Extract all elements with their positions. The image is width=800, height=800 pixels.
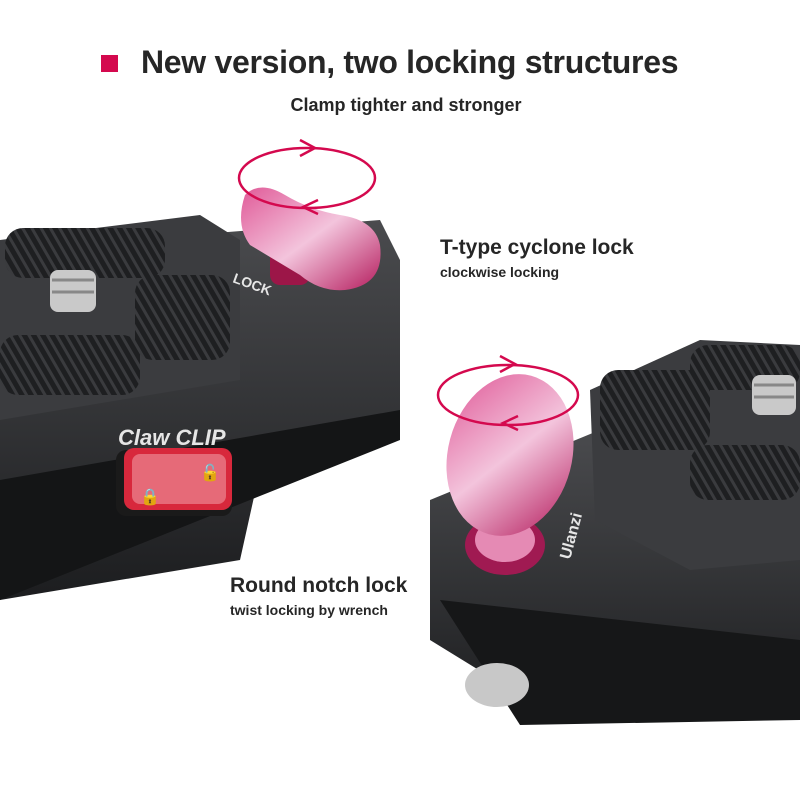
callout-heading: T-type cyclone lock: [440, 236, 634, 259]
quick-release-lock-button[interactable]: 🔒 🔓: [116, 448, 232, 516]
left-grip-pads: [0, 228, 230, 395]
clockwise-rotation-arrow-icon: [436, 354, 580, 432]
lock-open-icon: 🔓: [200, 463, 220, 482]
lock-closed-icon: 🔒: [140, 488, 160, 506]
t-type-cyclone-lock-knob[interactable]: [241, 187, 381, 291]
right-screw-icon: [752, 375, 796, 415]
callout-round-notch-lock: Round notch lock twist locking by wrench: [230, 574, 407, 618]
title-bullet: [101, 55, 118, 72]
clockwise-rotation-arrow-icon: [237, 138, 377, 216]
callout-t-type-lock: T-type cyclone lock clockwise locking: [440, 236, 634, 280]
claw-clip-logo: Claw CLIP: [118, 425, 226, 450]
page-title: New version, two locking structures: [141, 44, 679, 80]
round-notch-lock-knob[interactable]: [429, 360, 591, 575]
callout-detail: clockwise locking: [440, 264, 560, 280]
page-subtitle: Clamp tighter and stronger: [290, 95, 522, 115]
left-screw-icon: [50, 270, 96, 312]
callout-heading: Round notch lock: [230, 574, 408, 597]
right-clamp: Ulanzi: [430, 340, 800, 725]
left-clamp: Claw CLIP LOCK 🔒 🔓: [0, 215, 400, 600]
callout-detail: twist locking by wrench: [230, 602, 388, 618]
